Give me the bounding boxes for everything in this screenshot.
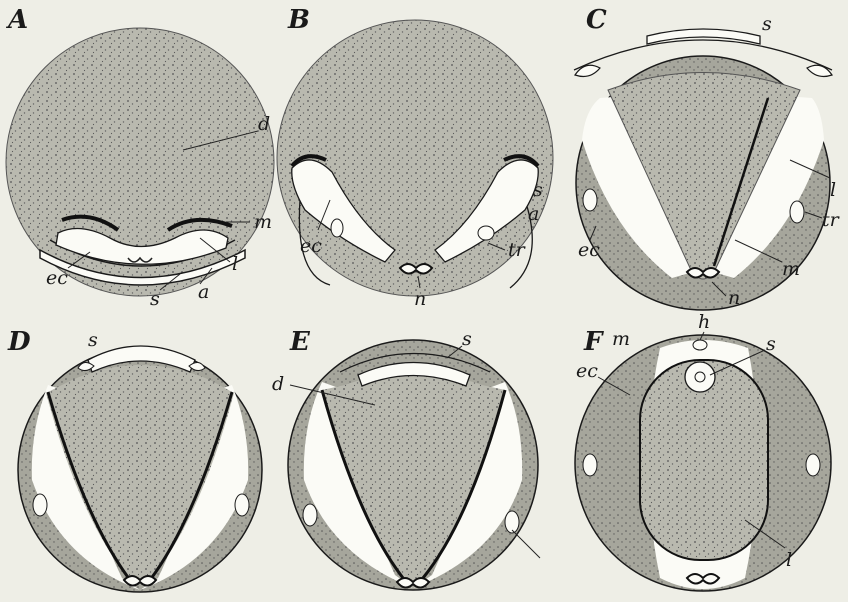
- panel-f-annotation-s: s: [766, 333, 776, 355]
- panel-f-annotation-ec: ec: [576, 360, 598, 382]
- panel-f-annotation-m: m: [612, 328, 630, 350]
- panel-b-annotation-tr: tr: [508, 239, 527, 261]
- panel-d-label: D: [7, 327, 31, 357]
- panel-d: D s: [7, 327, 262, 592]
- panel-c-left-vessel: [583, 189, 597, 211]
- panel-c-label: C: [586, 5, 607, 35]
- panel-a-annotation-a: a: [198, 281, 209, 303]
- panel-e-right-vessel: [505, 511, 519, 533]
- panel-e-annotation-d: d: [272, 373, 284, 395]
- panel-c-annotation-l: l: [830, 179, 836, 201]
- panel-f-label: F: [583, 327, 604, 357]
- panel-b-left-vessel: [331, 219, 343, 237]
- panel-b-label: B: [287, 5, 310, 35]
- panel-a-annotation-m: m: [254, 211, 272, 233]
- panel-b: B s a ec tr n: [277, 5, 553, 310]
- panel-c-right-flap: [807, 65, 832, 76]
- panel-f: F m h s ec l: [575, 311, 831, 591]
- panel-e-annotation-s: s: [462, 328, 472, 350]
- panel-f-left-vessel: [583, 454, 597, 476]
- panel-b-annotation-s: s: [533, 179, 543, 201]
- panel-b-annotation-a: a: [528, 203, 539, 225]
- panel-d-right-vessel: [235, 494, 249, 516]
- panel-a-annotation-d: d: [258, 113, 270, 135]
- panel-c-right-vessel: [790, 201, 804, 223]
- panel-a-annotation-s: s: [150, 288, 160, 310]
- panel-b-annotation-n: n: [414, 288, 426, 310]
- panel-f-annotation-h: h: [698, 311, 710, 333]
- panel-e: E s d: [272, 327, 540, 590]
- panel-c-left-flap: [575, 65, 600, 76]
- panel-d-left-vessel: [33, 494, 47, 516]
- panel-c-annotation-m: m: [782, 258, 800, 280]
- panel-f-heart: [693, 340, 707, 350]
- panel-b-annotation-ec: ec: [300, 235, 322, 257]
- panel-b-right-vessel: [478, 226, 494, 240]
- panel-a: A d m l ec s a: [5, 5, 274, 310]
- panel-f-neural-tube: [685, 362, 715, 392]
- panel-a-annotation-ec: ec: [46, 267, 68, 289]
- panel-c-annotation-s: s: [762, 13, 772, 35]
- panel-e-left-vessel: [303, 504, 317, 526]
- panel-c-annotation-tr: tr: [822, 209, 841, 231]
- panel-a-annotation-l: l: [232, 253, 238, 275]
- panel-c-annotation-n: n: [728, 287, 740, 309]
- panel-d-annotation-s: s: [88, 329, 98, 351]
- panel-a-label: A: [5, 5, 28, 35]
- panel-c-annotation-ec: ec: [578, 239, 600, 261]
- panel-c-somite: [647, 29, 760, 44]
- panel-f-annotation-l: l: [786, 549, 792, 571]
- panel-f-right-vessel: [806, 454, 820, 476]
- panel-e-label: E: [289, 327, 311, 357]
- panel-c: C s l tr ec m n: [574, 5, 841, 310]
